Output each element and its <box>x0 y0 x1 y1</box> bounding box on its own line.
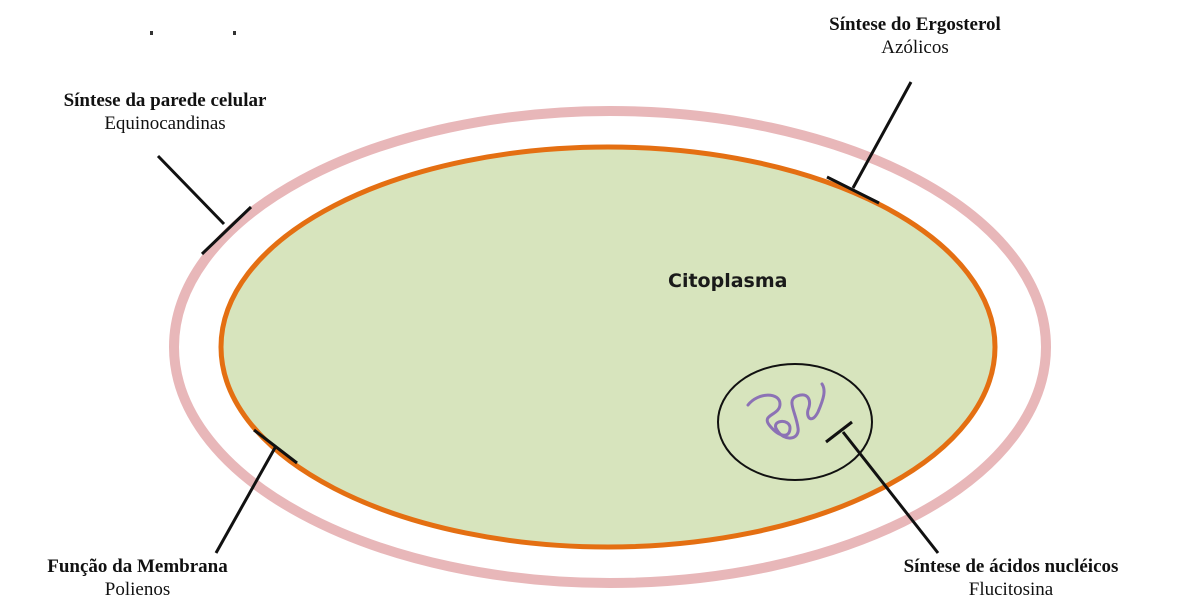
nucleic-acid-drug-class: Flucitosina <box>846 579 1176 602</box>
cell-wall-tick <box>202 207 251 254</box>
decorative-mark <box>150 31 153 35</box>
membrane-target-label: Função da Membrana Polienos <box>0 556 275 602</box>
ergosterol-drug-class: Azólicos <box>800 37 1030 60</box>
ergosterol-target-label: Síntese do Ergosterol Azólicos <box>800 14 1030 60</box>
cytoplasm-label: Citoplasma <box>668 270 787 292</box>
membrane-target-title: Função da Membrana <box>0 556 275 579</box>
cell-wall-target-label: Síntese da parede celular Equinocandinas <box>20 90 310 136</box>
nucleic-acid-target-title: Síntese de ácidos nucléicos <box>846 556 1176 579</box>
cytoplasm <box>221 147 995 547</box>
cell-wall-drug-class: Equinocandinas <box>20 113 310 136</box>
membrane-drug-class: Polienos <box>0 579 275 602</box>
cell-wall-pointer <box>158 156 224 224</box>
cell-wall-target-title: Síntese da parede celular <box>20 90 310 113</box>
decorative-mark <box>233 31 236 35</box>
ergosterol-target-title: Síntese do Ergosterol <box>800 14 1030 37</box>
